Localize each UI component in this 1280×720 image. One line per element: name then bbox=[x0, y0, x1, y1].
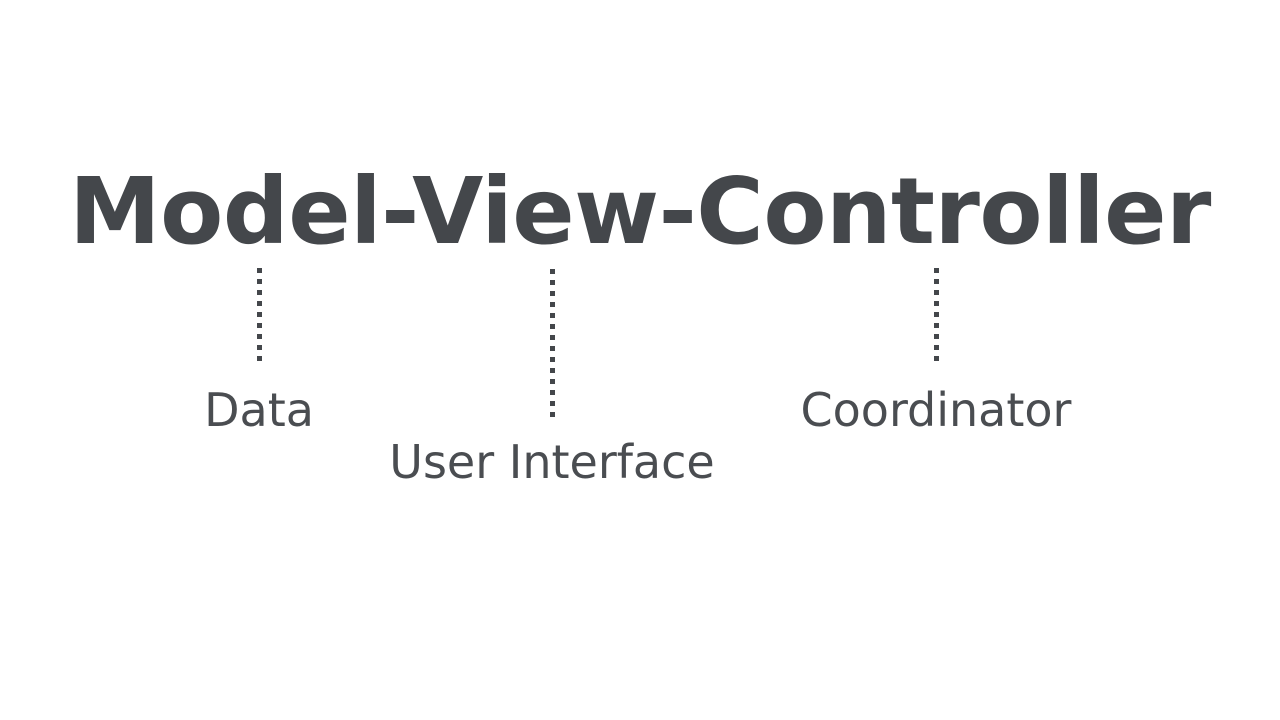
dotted-connector-model bbox=[257, 268, 262, 367]
label-view-user-interface: User Interface bbox=[389, 435, 715, 489]
dotted-connector-controller bbox=[934, 268, 939, 367]
label-model-data: Data bbox=[204, 383, 314, 437]
page-title: Model-View-Controller bbox=[69, 158, 1211, 265]
dotted-connector-view bbox=[550, 269, 555, 419]
label-controller-coordinator: Coordinator bbox=[800, 383, 1072, 437]
